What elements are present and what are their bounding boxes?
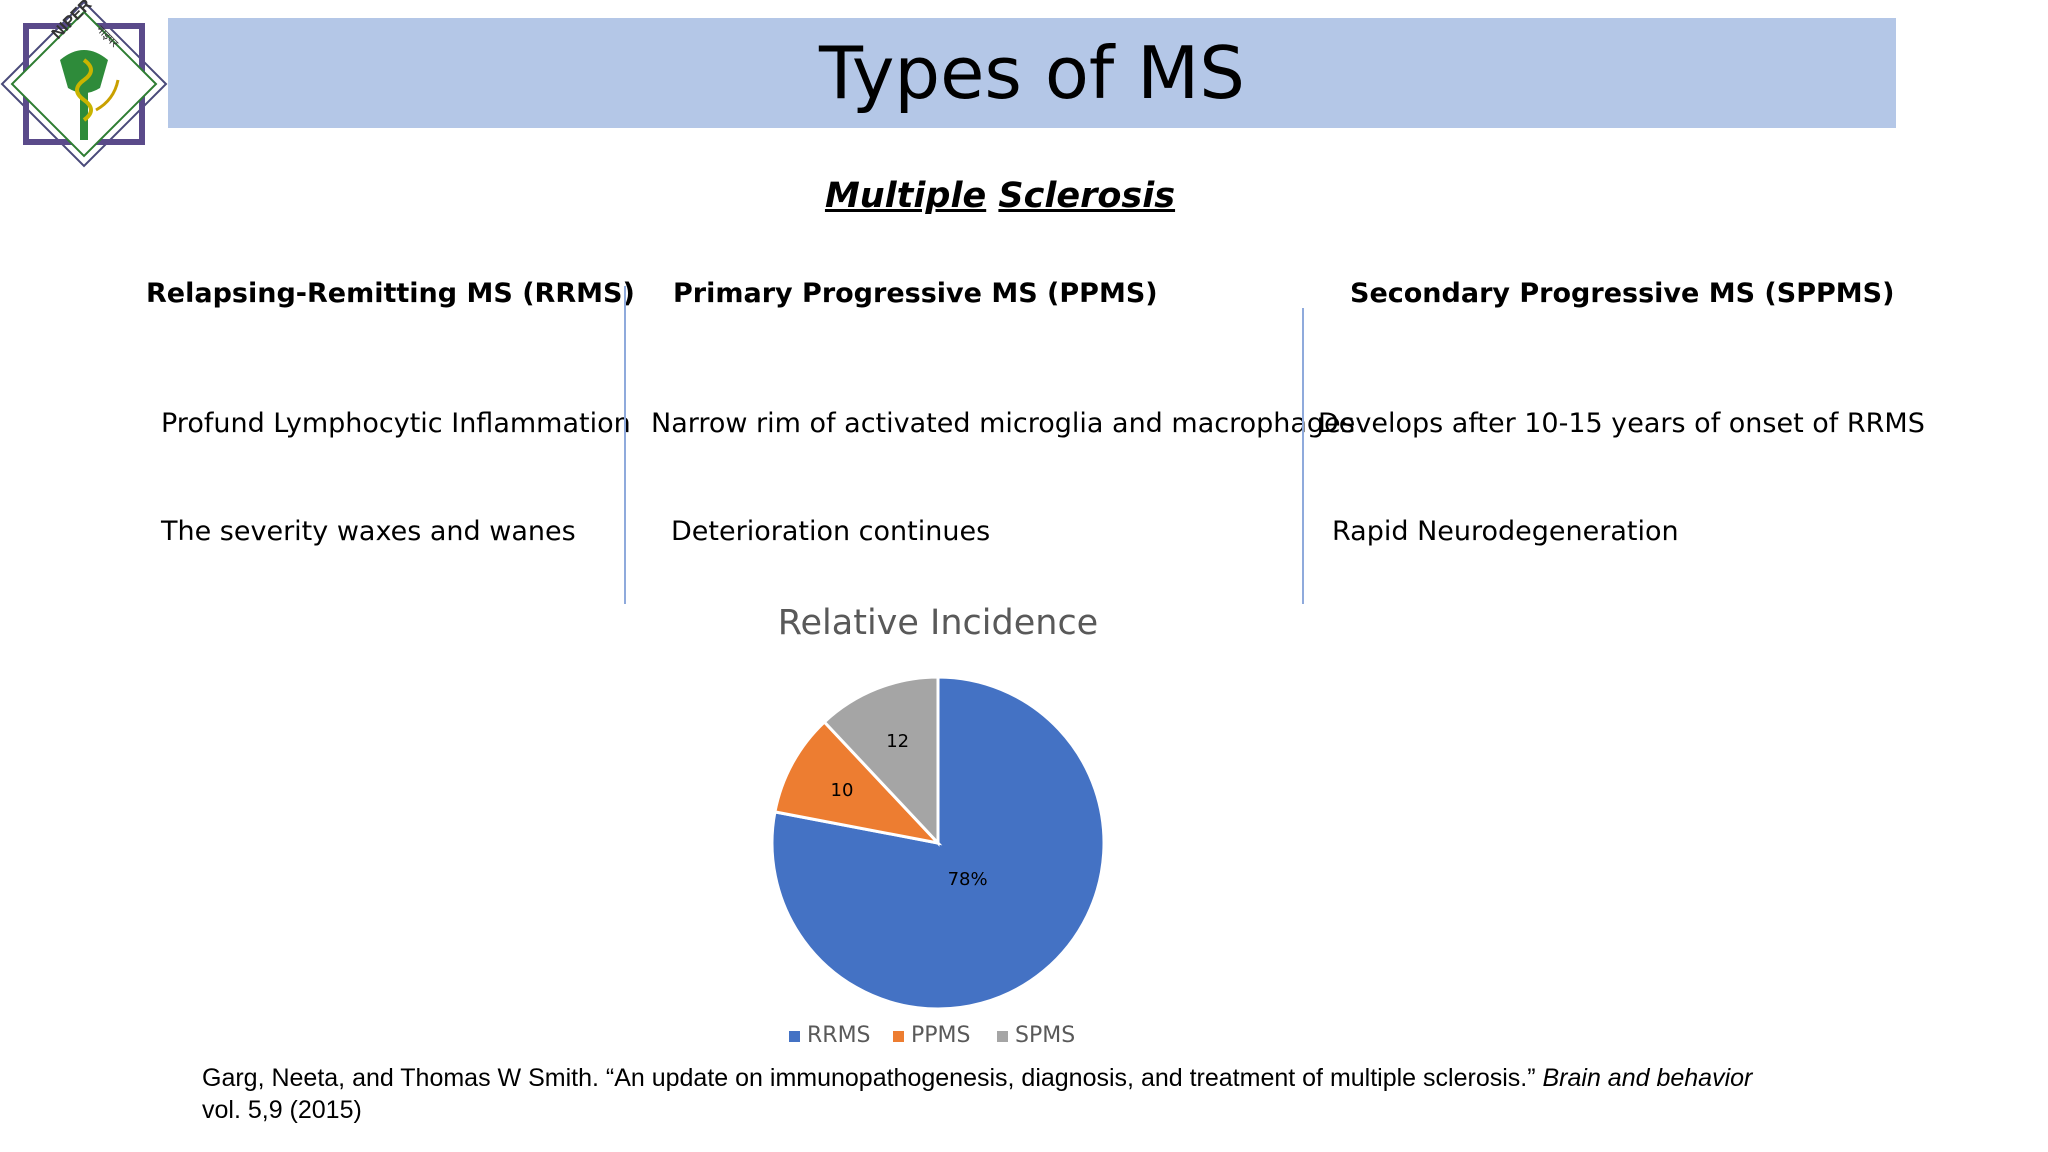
reference-authors-title: Garg, Neeta, and Thomas W Smith. “An upd… <box>202 1064 1543 1092</box>
legend-label-ppms: PPMS <box>911 1023 970 1048</box>
legend-swatch-ppms <box>893 1031 904 1042</box>
slide-title: Types of MS <box>819 31 1245 115</box>
column-heading-sppms: Secondary Progressive MS (SPPMS) <box>1350 278 1895 309</box>
slide-subtitle: Multiple Sclerosis <box>0 176 2000 216</box>
title-bar: Types of MS <box>168 18 1896 128</box>
reference-volume: vol. 5,9 (2015) <box>202 1096 362 1124</box>
chart-title: Relative Incidence <box>778 603 1098 643</box>
column-divider-left <box>624 286 626 604</box>
column-heading-ppms: Primary Progressive MS (PPMS) <box>673 278 1158 309</box>
reference-citation: Garg, Neeta, and Thomas W Smith. “An upd… <box>202 1062 1762 1126</box>
rrms-point-1: Profund Lymphocytic Inflammation <box>161 408 631 439</box>
pie-label-rrms: 78% <box>948 869 988 890</box>
pie-slice-spms <box>822 675 940 847</box>
legend-label-rrms: RRMS <box>807 1023 871 1048</box>
pie-slice-rrms <box>770 675 1106 1011</box>
subtitle-word-multiple: Multiple <box>824 176 987 216</box>
ppms-point-2: Deterioration continues <box>671 516 991 547</box>
legend-swatch-spms <box>997 1031 1008 1042</box>
pie-slice-ppms <box>773 719 943 846</box>
ppms-point-1: Narrow rim of activated microglia and ma… <box>651 408 1355 439</box>
sppms-point-1: Develops after 10-15 years of onset of R… <box>1318 408 1925 439</box>
relative-incidence-pie-chart: Relative Incidence 78% 10 12 RRMS PPMS SPMS <box>770 603 1106 1048</box>
legend-label-spms: SPMS <box>1015 1023 1075 1048</box>
column-divider-right <box>1302 308 1304 604</box>
legend-item-rrms: RRMS <box>789 1023 871 1048</box>
pie-label-ppms: 10 <box>831 780 854 801</box>
sppms-point-2: Rapid Neurodegeneration <box>1332 516 1679 547</box>
rrms-point-2: The severity waxes and wanes <box>161 516 576 547</box>
pie-label-spms: 12 <box>886 731 909 752</box>
legend-item-spms: SPMS <box>997 1023 1075 1048</box>
legend-item-ppms: PPMS <box>893 1023 970 1048</box>
reference-journal: Brain and behavior <box>1542 1064 1753 1092</box>
niper-logo: NIPER नाइपर <box>0 0 168 168</box>
subtitle-word-sclerosis: Sclerosis <box>998 176 1176 216</box>
column-heading-rrms: Relapsing-Remitting MS (RRMS) <box>146 278 635 309</box>
legend-swatch-rrms <box>789 1031 800 1042</box>
